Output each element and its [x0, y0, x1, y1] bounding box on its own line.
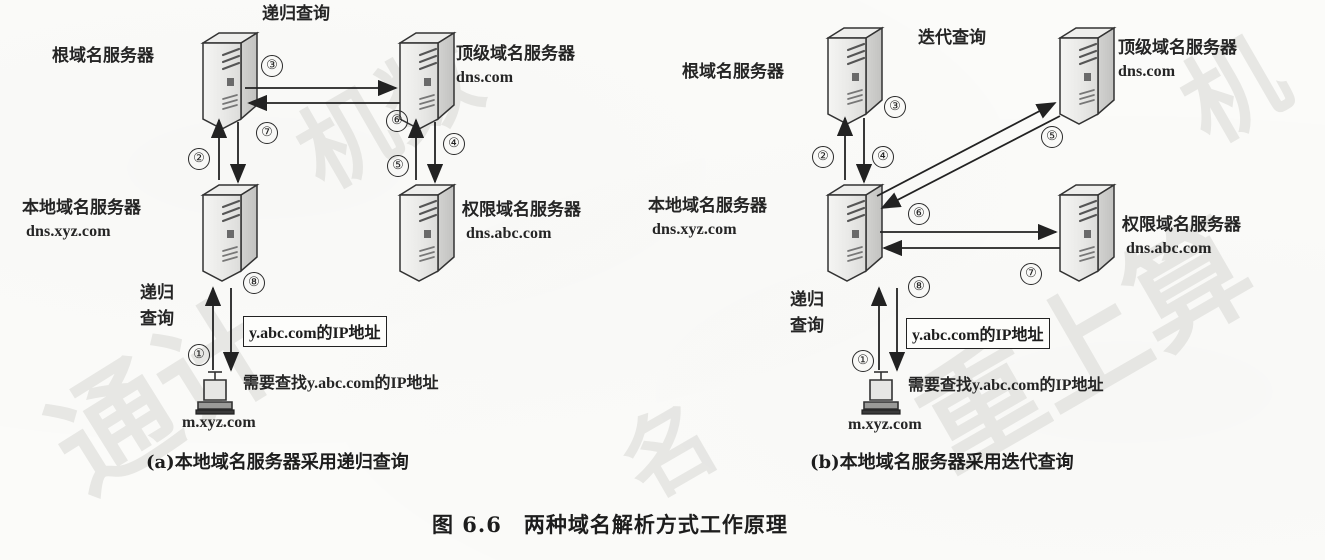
panel-b-ip-result-box: y.abc.com的IP地址 [906, 318, 1050, 349]
panel-b-host-domain: m.xyz.com [848, 416, 922, 433]
panel-b-root-label: 根域名服务器 [682, 62, 784, 82]
panel-a-tld-label: 顶级域名服务器 [456, 44, 575, 64]
panel-b-step-7: ⑦ [1020, 263, 1042, 285]
panel-a-query-mode-label: 递归查询 [262, 4, 330, 24]
server-icon-local-a [201, 183, 259, 283]
panel-a-client-query-line2: 查询 [140, 309, 174, 329]
panel-a-host-request: 需要查找y.abc.com的IP地址 [243, 375, 439, 392]
panel-a-authoritative-domain: dns.abc.com [466, 225, 552, 242]
panel-a-local-domain: dns.xyz.com [26, 223, 111, 240]
panel-a-authoritative-label: 权限域名服务器 [462, 200, 581, 220]
panel-b-step-1: ① [852, 350, 874, 372]
panel-b-step-4: ④ [872, 146, 894, 168]
panel-a-root-label: 根域名服务器 [52, 46, 154, 66]
panel-a-caption: (a)本地域名服务器采用递归查询 [146, 452, 409, 473]
panel-b-step-3: ③ [884, 96, 906, 118]
panel-b-step-2: ② [812, 146, 834, 168]
panel-a-step-8: ⑧ [243, 272, 265, 294]
panel-b-local-domain: dns.xyz.com [652, 221, 737, 238]
arrow-b-step5-up [876, 102, 1057, 197]
server-icon-local-b [826, 183, 884, 283]
server-icon-authoritative-a [398, 183, 456, 283]
panel-a-step-4: ④ [443, 133, 465, 155]
panel-b-client-query-line2: 查询 [790, 316, 824, 336]
panel-a-step-1: ① [188, 344, 210, 366]
panel-b-tld-domain: dns.com [1118, 63, 1176, 80]
panel-b-step-8: ⑧ [908, 276, 930, 298]
server-icon-tld-b [1058, 26, 1116, 126]
panel-a-ip-result-box: y.abc.com的IP地址 [243, 316, 387, 347]
panel-a-client-query-line1: 递归 [140, 283, 174, 303]
panel-a-step-2: ② [188, 148, 210, 170]
host-icon-b [861, 371, 901, 415]
panel-b-local-label: 本地域名服务器 [648, 196, 767, 216]
panel-b-query-mode-label: 迭代查询 [918, 28, 986, 48]
panel-a-step-5: ⑤ [387, 155, 409, 177]
host-icon-a [195, 371, 235, 415]
panel-a-step-6: ⑥ [386, 110, 408, 132]
panel-b-authoritative-domain: dns.abc.com [1126, 240, 1212, 257]
panel-a-step-3: ③ [261, 55, 283, 77]
server-icon-tld-a [398, 31, 456, 131]
panel-b-client-query-line1: 递归 [790, 290, 824, 310]
panel-a-step-7: ⑦ [256, 122, 278, 144]
server-icon-authoritative-b [1058, 183, 1116, 283]
panel-a-host-domain: m.xyz.com [182, 414, 256, 431]
panel-a-tld-domain: dns.com [456, 69, 514, 86]
server-icon-root-a [201, 31, 259, 131]
panel-b-host-request: 需要查找y.abc.com的IP地址 [908, 377, 1104, 394]
panel-b-caption: (b)本地域名服务器采用迭代查询 [810, 452, 1074, 473]
arrow-b-step5-down [880, 115, 1061, 209]
panel-b-authoritative-label: 权限域名服务器 [1122, 215, 1241, 235]
panel-a-local-label: 本地域名服务器 [22, 198, 141, 218]
panel-b-step-5: ⑤ [1041, 126, 1063, 148]
panel-b-tld-label: 顶级域名服务器 [1118, 38, 1237, 58]
server-icon-root-b [826, 26, 884, 126]
panel-b-step-6: ⑥ [908, 203, 930, 225]
figure-caption: 图 6.6 两种域名解析方式工作原理 [432, 512, 788, 537]
